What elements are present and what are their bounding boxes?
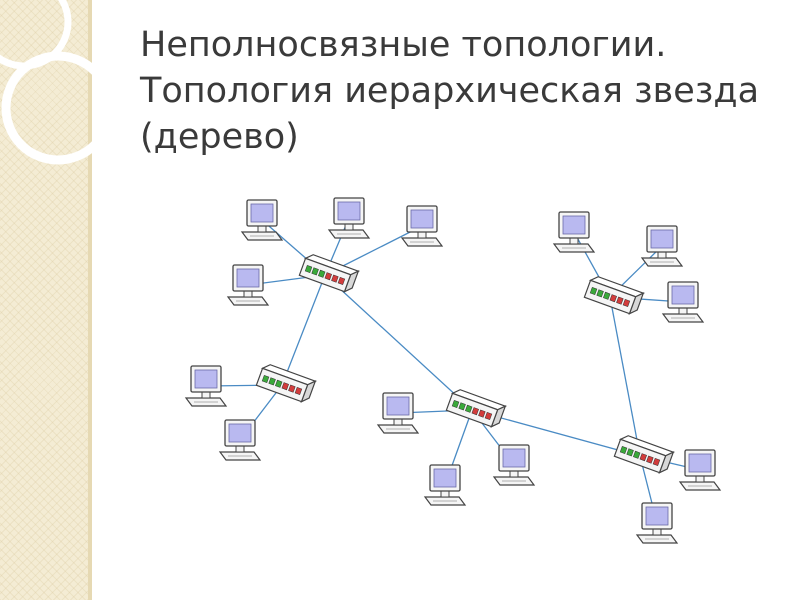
title-line-2: Топология иерархическая звезда (140, 71, 760, 111)
network-devices (184, 197, 722, 544)
title-line-1: Неполносвязные топологии. (140, 25, 667, 65)
link-hub-1-hub-3 (324, 274, 473, 411)
computer-icon (376, 392, 420, 434)
hub-icon (613, 435, 675, 474)
hub-icon (583, 276, 645, 315)
computer-icon (218, 419, 262, 461)
link-hub-1-hub-2 (281, 274, 326, 386)
side-band-edge (88, 0, 92, 600)
computer-icon (678, 449, 722, 491)
computer-icon (640, 225, 684, 267)
decorative-rings (0, 0, 115, 165)
computer-icon (327, 197, 371, 239)
computer-icon (492, 444, 536, 486)
computer-icon (552, 211, 596, 253)
link-hub-4-hub-5 (609, 296, 641, 457)
computer-icon (240, 199, 284, 241)
computer-icon (184, 365, 228, 407)
computer-icon (423, 464, 467, 506)
computer-icon (400, 205, 444, 247)
hub-icon (445, 389, 507, 428)
slide-title: Неполносвязные топологии. Топология иера… (140, 22, 780, 160)
hub-icon (255, 364, 317, 403)
computer-icon (635, 502, 679, 544)
computer-icon (226, 264, 270, 306)
hub-icon (298, 254, 360, 293)
decorative-side-band (0, 0, 88, 600)
title-line-3: (дерево) (140, 117, 299, 157)
computer-icon (661, 281, 705, 323)
